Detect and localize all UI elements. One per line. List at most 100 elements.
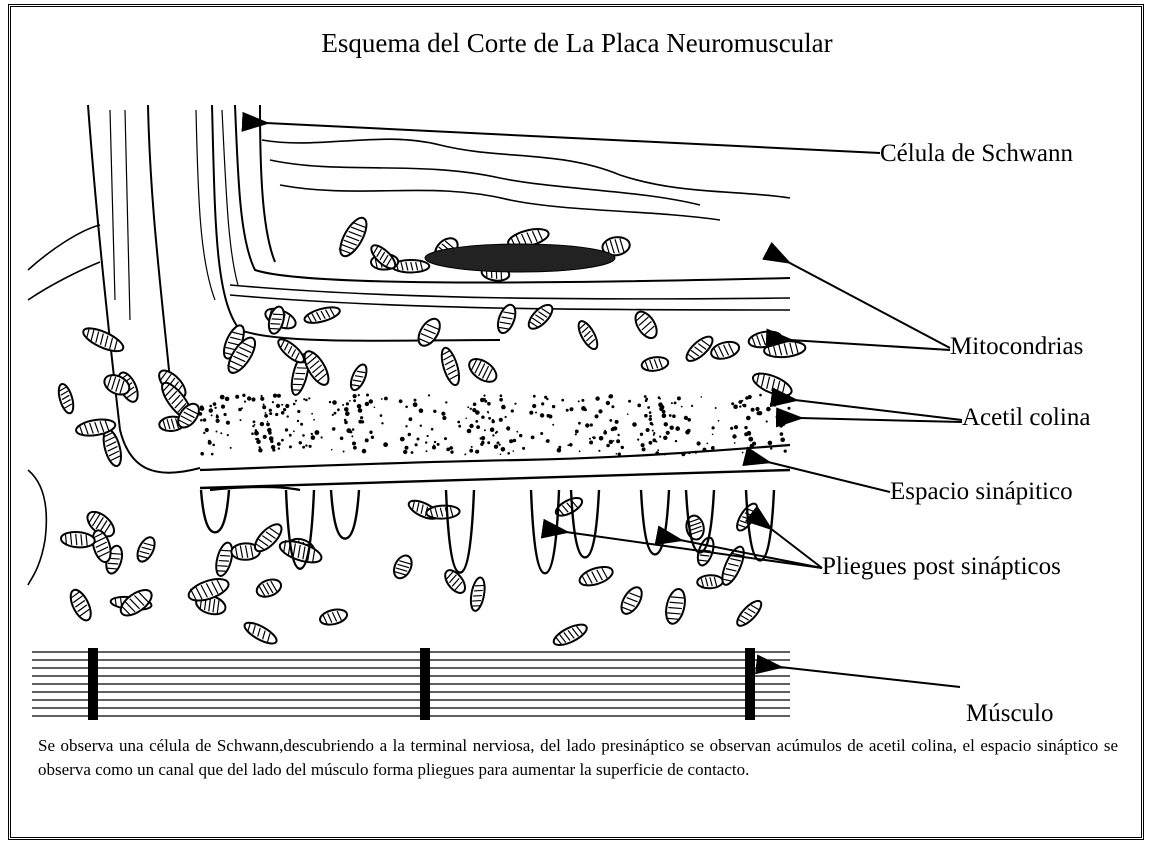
vesicle-dot: [240, 419, 242, 421]
vesicle-dot: [640, 433, 643, 436]
vesicle-dot: [685, 430, 690, 435]
vesicle-dot: [734, 442, 736, 444]
vesicle-dot: [203, 418, 206, 421]
vesicle-dot: [331, 449, 333, 451]
vesicle-dot: [681, 452, 685, 456]
vesicle-dot: [484, 429, 486, 431]
vesicle-dot: [751, 408, 755, 412]
vesicle-dot: [251, 397, 255, 401]
mitochondrion-shape: [631, 308, 661, 342]
vesicle-dot: [342, 404, 344, 406]
vesicle-dot: [380, 414, 383, 417]
vesicle-dot: [277, 394, 281, 398]
vesicle-dot: [235, 395, 239, 399]
vesicle-dot: [353, 394, 357, 398]
vesicle-dot: [770, 447, 772, 449]
vesicle-dot: [428, 394, 430, 396]
vesicle-dot: [774, 405, 776, 407]
vesicle-dot: [353, 399, 356, 402]
vesicle-dot: [652, 430, 654, 432]
vesicle-dot: [694, 451, 697, 454]
vesicle-dot: [540, 432, 543, 435]
label-postsynaptic-folds: Pliegues post sinápticos: [822, 553, 1061, 581]
vesicle-dot: [481, 436, 485, 440]
vesicle-dot: [258, 448, 262, 452]
vesicle-dot: [490, 427, 495, 432]
vesicle-dot: [205, 428, 209, 432]
vesicle-dot: [285, 428, 288, 431]
mitochondrion-shape: [469, 576, 487, 611]
vesicle-dot: [251, 432, 254, 435]
mitochondrion-shape: [213, 541, 235, 578]
vesicle-dot: [346, 428, 351, 433]
vesicle-dot: [353, 446, 357, 450]
vesicle-dot: [744, 432, 748, 436]
vesicle-dot: [540, 413, 544, 417]
vesicle-dot: [557, 448, 562, 453]
vesicle-dot: [419, 408, 424, 413]
vesicle-dot: [757, 411, 761, 415]
vesicle-dot: [344, 419, 347, 422]
vesicle-dot: [212, 444, 215, 447]
vesicle-dot: [283, 408, 286, 411]
vesicle-dot: [711, 446, 715, 450]
vesicle-dot: [687, 418, 691, 422]
vesicle-dot: [305, 444, 307, 446]
vesicle-dot: [221, 405, 225, 409]
vesicle-dot: [464, 453, 466, 455]
vesicle-dot: [209, 408, 213, 412]
vesicle-dot: [505, 416, 507, 418]
vesicle-dot: [399, 399, 403, 403]
vesicle-dot: [733, 405, 738, 410]
vesicle-dot: [480, 398, 485, 403]
vesicle-dot: [209, 405, 212, 408]
vesicle-dot: [476, 425, 480, 429]
vesicle-dot: [738, 400, 742, 404]
vesicle-dot: [220, 395, 225, 400]
arrow-schwann: [266, 123, 880, 153]
mitochondrion-shape: [303, 304, 341, 326]
acetylcholine-vesicles-drawing: [198, 394, 790, 457]
vesicle-dot: [230, 447, 232, 449]
vesicle-dot: [369, 431, 372, 434]
vesicle-dot: [369, 399, 373, 403]
vesicle-dot: [658, 396, 661, 399]
vesicle-dot: [254, 431, 259, 436]
vesicle-dot: [712, 434, 714, 436]
vesicle-dot: [311, 435, 316, 440]
vesicle-dot: [628, 400, 631, 403]
vesicle-dot: [275, 413, 278, 416]
vesicle-dot: [659, 407, 663, 411]
vesicle-dot: [213, 402, 217, 406]
vesicle-dot: [659, 436, 661, 438]
mitochondrion-shape: [426, 505, 460, 520]
vesicle-dot: [662, 414, 667, 419]
vesicle-dot: [469, 424, 473, 428]
vesicle-dot: [475, 420, 478, 423]
vesicle-dot: [475, 451, 478, 454]
vesicle-dot: [297, 410, 300, 413]
vesicle-dot: [688, 452, 690, 454]
figure-caption: Se observa una célula de Schwann,descubr…: [38, 734, 1118, 782]
vesicle-dot: [672, 414, 676, 418]
vesicle-dot: [278, 447, 280, 449]
vesicle-dot: [334, 412, 337, 415]
vesicle-dot: [432, 446, 436, 450]
vesicle-dot: [780, 410, 782, 412]
vesicle-dot: [675, 426, 680, 431]
vesicle-dot: [309, 445, 312, 448]
vesicle-dot: [260, 397, 264, 401]
vesicle-dot: [349, 400, 351, 402]
mitochondrion-shape: [551, 621, 590, 650]
vesicle-dot: [616, 439, 620, 443]
vesicle-dot: [621, 446, 624, 449]
vesicle-dot: [742, 452, 744, 454]
mitochondrion-shape: [697, 575, 723, 589]
mitochondrion-shape: [575, 318, 601, 351]
vesicle-dot: [499, 444, 501, 446]
arrow-synaptic: [768, 462, 890, 492]
label-schwann-cell: Célula de Schwann: [880, 140, 1073, 168]
vesicle-dot: [256, 439, 261, 444]
vesicle-dot: [242, 394, 245, 397]
vesicle-dot: [487, 441, 490, 444]
